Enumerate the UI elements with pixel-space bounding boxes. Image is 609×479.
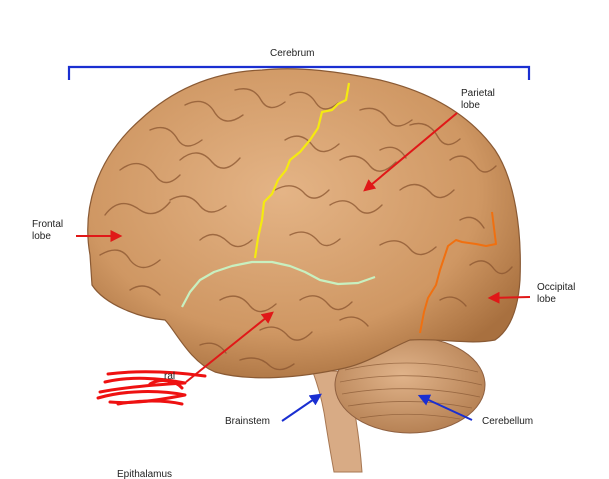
temporal-lobe-label-partial: ral xyxy=(164,371,176,382)
brainstem-arrow xyxy=(281,393,322,422)
cerebrum-bracket xyxy=(67,65,531,80)
parietal-lobe-label: Parietal lobe xyxy=(461,88,495,111)
cerebellum-label: Cerebellum xyxy=(482,416,534,427)
cerebrum-label: Cerebrum xyxy=(270,48,315,59)
occipital-arrow xyxy=(487,291,531,304)
temporal-arrow xyxy=(185,311,274,383)
parietal-arrow xyxy=(363,112,458,192)
lateral-sulcus-line xyxy=(181,260,376,308)
epithalamus-label: Epithalamus xyxy=(117,469,173,479)
cerebellum-folia xyxy=(339,362,483,420)
brainstem-label: Brainstem xyxy=(225,416,271,427)
cerebellum-arrow xyxy=(417,394,473,421)
occipital-lobe-label: Occipital lobe xyxy=(537,282,576,305)
cerebrum-shape xyxy=(87,68,521,379)
frontal-lobe-label: Frontal lobe xyxy=(32,219,64,242)
scribble-mark xyxy=(96,370,207,406)
central-sulcus-line xyxy=(253,82,351,259)
gyri-texture xyxy=(99,88,513,371)
parieto-occipital-line xyxy=(419,211,497,334)
